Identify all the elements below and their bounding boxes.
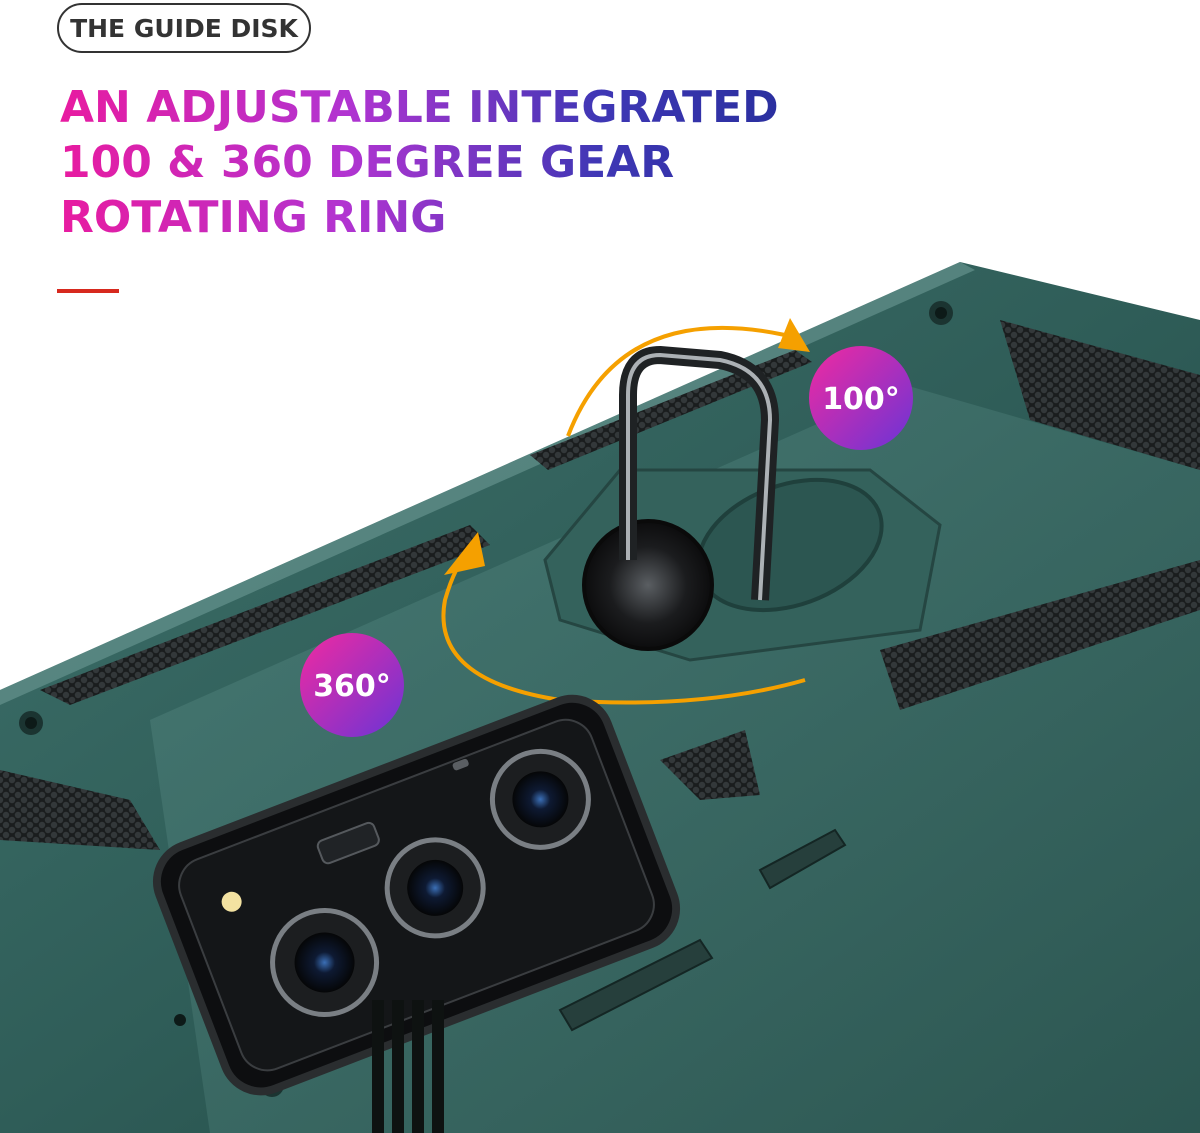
guide-disk-label: THE GUIDE DISK bbox=[57, 3, 311, 53]
badge-360-label: 360° bbox=[313, 669, 391, 704]
bottom-ridges bbox=[372, 1000, 444, 1133]
grip-strip-top bbox=[530, 350, 812, 470]
accent-divider bbox=[57, 289, 119, 293]
grip-strip-right bbox=[880, 560, 1200, 710]
feature-headline: AN ADJUSTABLE INTEGRATED 100 & 360 DEGRE… bbox=[60, 80, 779, 245]
grip-strip-bottom-left bbox=[0, 770, 160, 850]
badge-360-degree: 360° bbox=[300, 633, 404, 737]
grip-strip-left bbox=[40, 525, 490, 705]
camera-lens-1 bbox=[294, 932, 355, 993]
headline-line-2: 100 & 360 DEGREE GEAR bbox=[60, 135, 779, 190]
headline-line-1: AN ADJUSTABLE INTEGRATED bbox=[60, 82, 779, 133]
volume-button bbox=[558, 938, 714, 1032]
headline-line-3: ROTATING RING bbox=[60, 190, 779, 245]
camera-lens-3 bbox=[512, 771, 569, 828]
camera-lens-2 bbox=[407, 859, 464, 916]
badge-100-label: 100° bbox=[822, 382, 900, 417]
badge-100-degree: 100° bbox=[809, 346, 913, 450]
side-button bbox=[758, 828, 847, 890]
rotating-disc bbox=[584, 521, 712, 649]
headphone-port bbox=[174, 1014, 186, 1026]
grip-strip-top-right bbox=[1000, 320, 1200, 470]
grip-strip-center bbox=[660, 730, 760, 800]
camera-module bbox=[152, 694, 681, 1096]
flash-icon bbox=[221, 891, 242, 912]
rotation-arrow-100 bbox=[566, 325, 786, 437]
rotation-arrow-360 bbox=[441, 548, 806, 705]
